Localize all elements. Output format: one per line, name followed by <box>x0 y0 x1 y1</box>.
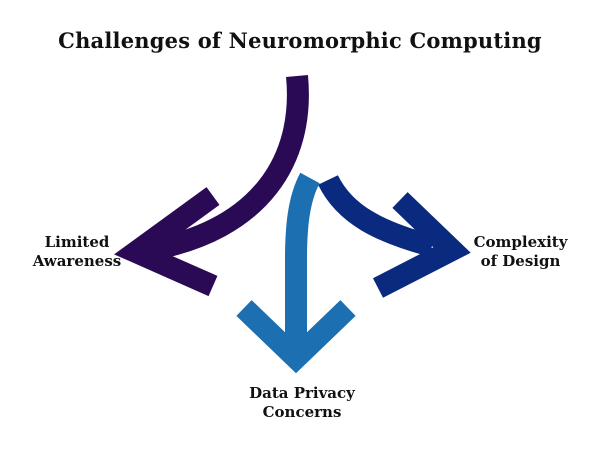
label-limited-awareness-line2: Awareness <box>32 252 122 270</box>
left-arrow <box>114 74 309 297</box>
label-limited-awareness: Limited Awareness <box>22 233 132 271</box>
label-complexity-of-design-line2: of Design <box>480 252 561 270</box>
label-complexity-of-design: Complexity of Design <box>458 233 583 271</box>
right-arrow-shaft <box>318 174 435 257</box>
bottom-arrow <box>236 172 356 374</box>
diagram-title: Challenges of Neuromorphic Computing <box>58 28 542 53</box>
label-complexity-of-design-line1: Complexity <box>473 233 568 251</box>
right-arrow-head <box>372 192 471 298</box>
bottom-arrow-head <box>236 300 356 374</box>
left-arrow-shaft <box>148 74 309 261</box>
label-data-privacy-concerns: Data Privacy Concerns <box>222 384 382 422</box>
label-data-privacy-concerns-line1: Data Privacy <box>249 384 355 402</box>
bottom-arrow-shaft <box>285 172 320 350</box>
label-limited-awareness-line1: Limited <box>44 233 110 251</box>
left-arrow-head <box>114 187 220 297</box>
right-arrow <box>318 174 471 298</box>
label-data-privacy-concerns-line2: Concerns <box>262 403 342 421</box>
